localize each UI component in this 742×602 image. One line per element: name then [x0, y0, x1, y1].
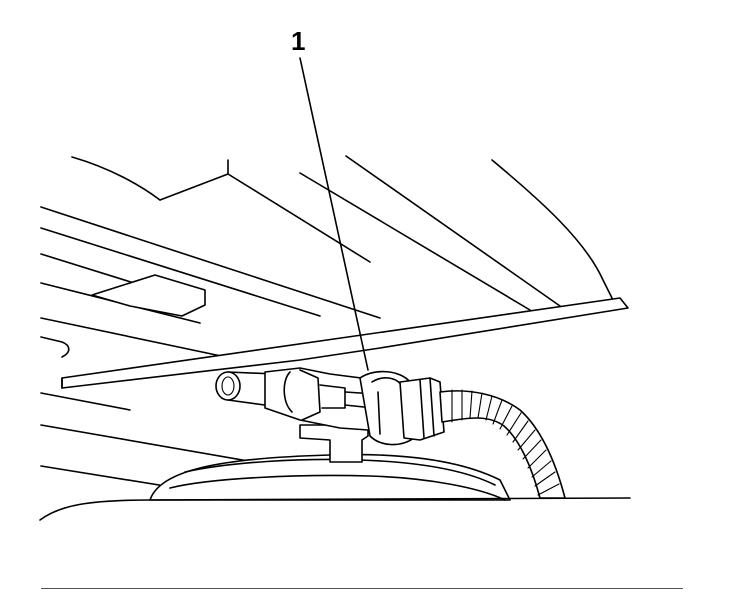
sensor-connector: [215, 367, 566, 499]
bottom-rule: [41, 588, 683, 589]
callout-1: 1: [291, 26, 369, 371]
leader-line: [299, 57, 369, 371]
mount-boss: [39, 453, 631, 521]
callout-label: 1: [291, 26, 305, 56]
